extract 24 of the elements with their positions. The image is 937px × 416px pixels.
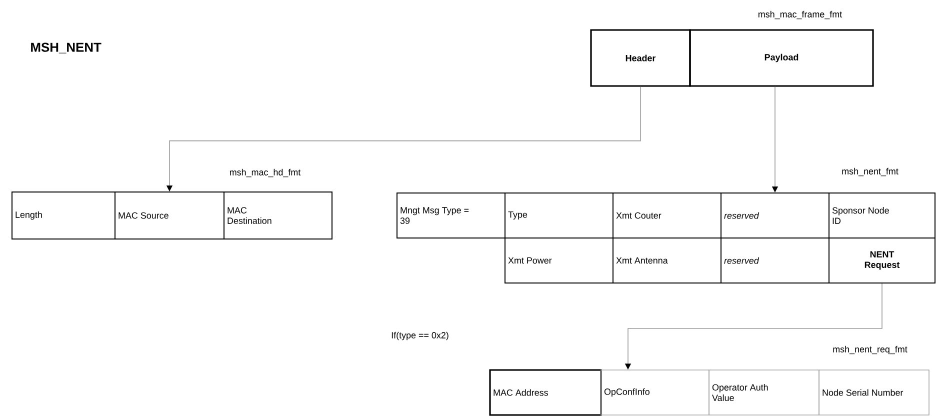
field-cell: OpConfInfo	[600, 370, 710, 416]
diagram-title: MSH_NENT	[31, 42, 102, 54]
condition-text: If(type == 0x2)	[392, 332, 448, 340]
field-cell: Mngt Msg Type = 39	[396, 192, 506, 238]
field-cell: Type	[504, 192, 614, 238]
field-cell: Header	[590, 29, 691, 87]
field-cell: MAC Address	[489, 369, 602, 416]
field-cell: Xmt Antenna	[612, 238, 722, 284]
field-cell: reserved	[720, 192, 830, 238]
field-cell: reserved	[720, 238, 830, 284]
field-cell: MAC Destination	[224, 192, 332, 240]
field-cell: Payload	[689, 29, 874, 87]
field-cell: Xmt Couter	[612, 192, 722, 238]
field-cell: Node Serial Number	[818, 370, 930, 416]
field-cell: Length	[12, 192, 116, 240]
table-name: msh_mac_hd_fmt	[230, 168, 301, 178]
field-cell: MAC Source	[114, 192, 224, 240]
field-cell: Xmt Power	[504, 238, 614, 284]
field-cell: NENT Request	[828, 238, 936, 284]
table-name: msh_nent_fmt	[842, 168, 898, 176]
table-name: msh_nent_req_fmt	[833, 346, 908, 354]
field-cell: Sponsor Node ID	[828, 192, 936, 238]
field-cell: Operator Auth Value	[708, 370, 820, 416]
table-name: msh_mac_frame_fmt	[758, 10, 842, 20]
